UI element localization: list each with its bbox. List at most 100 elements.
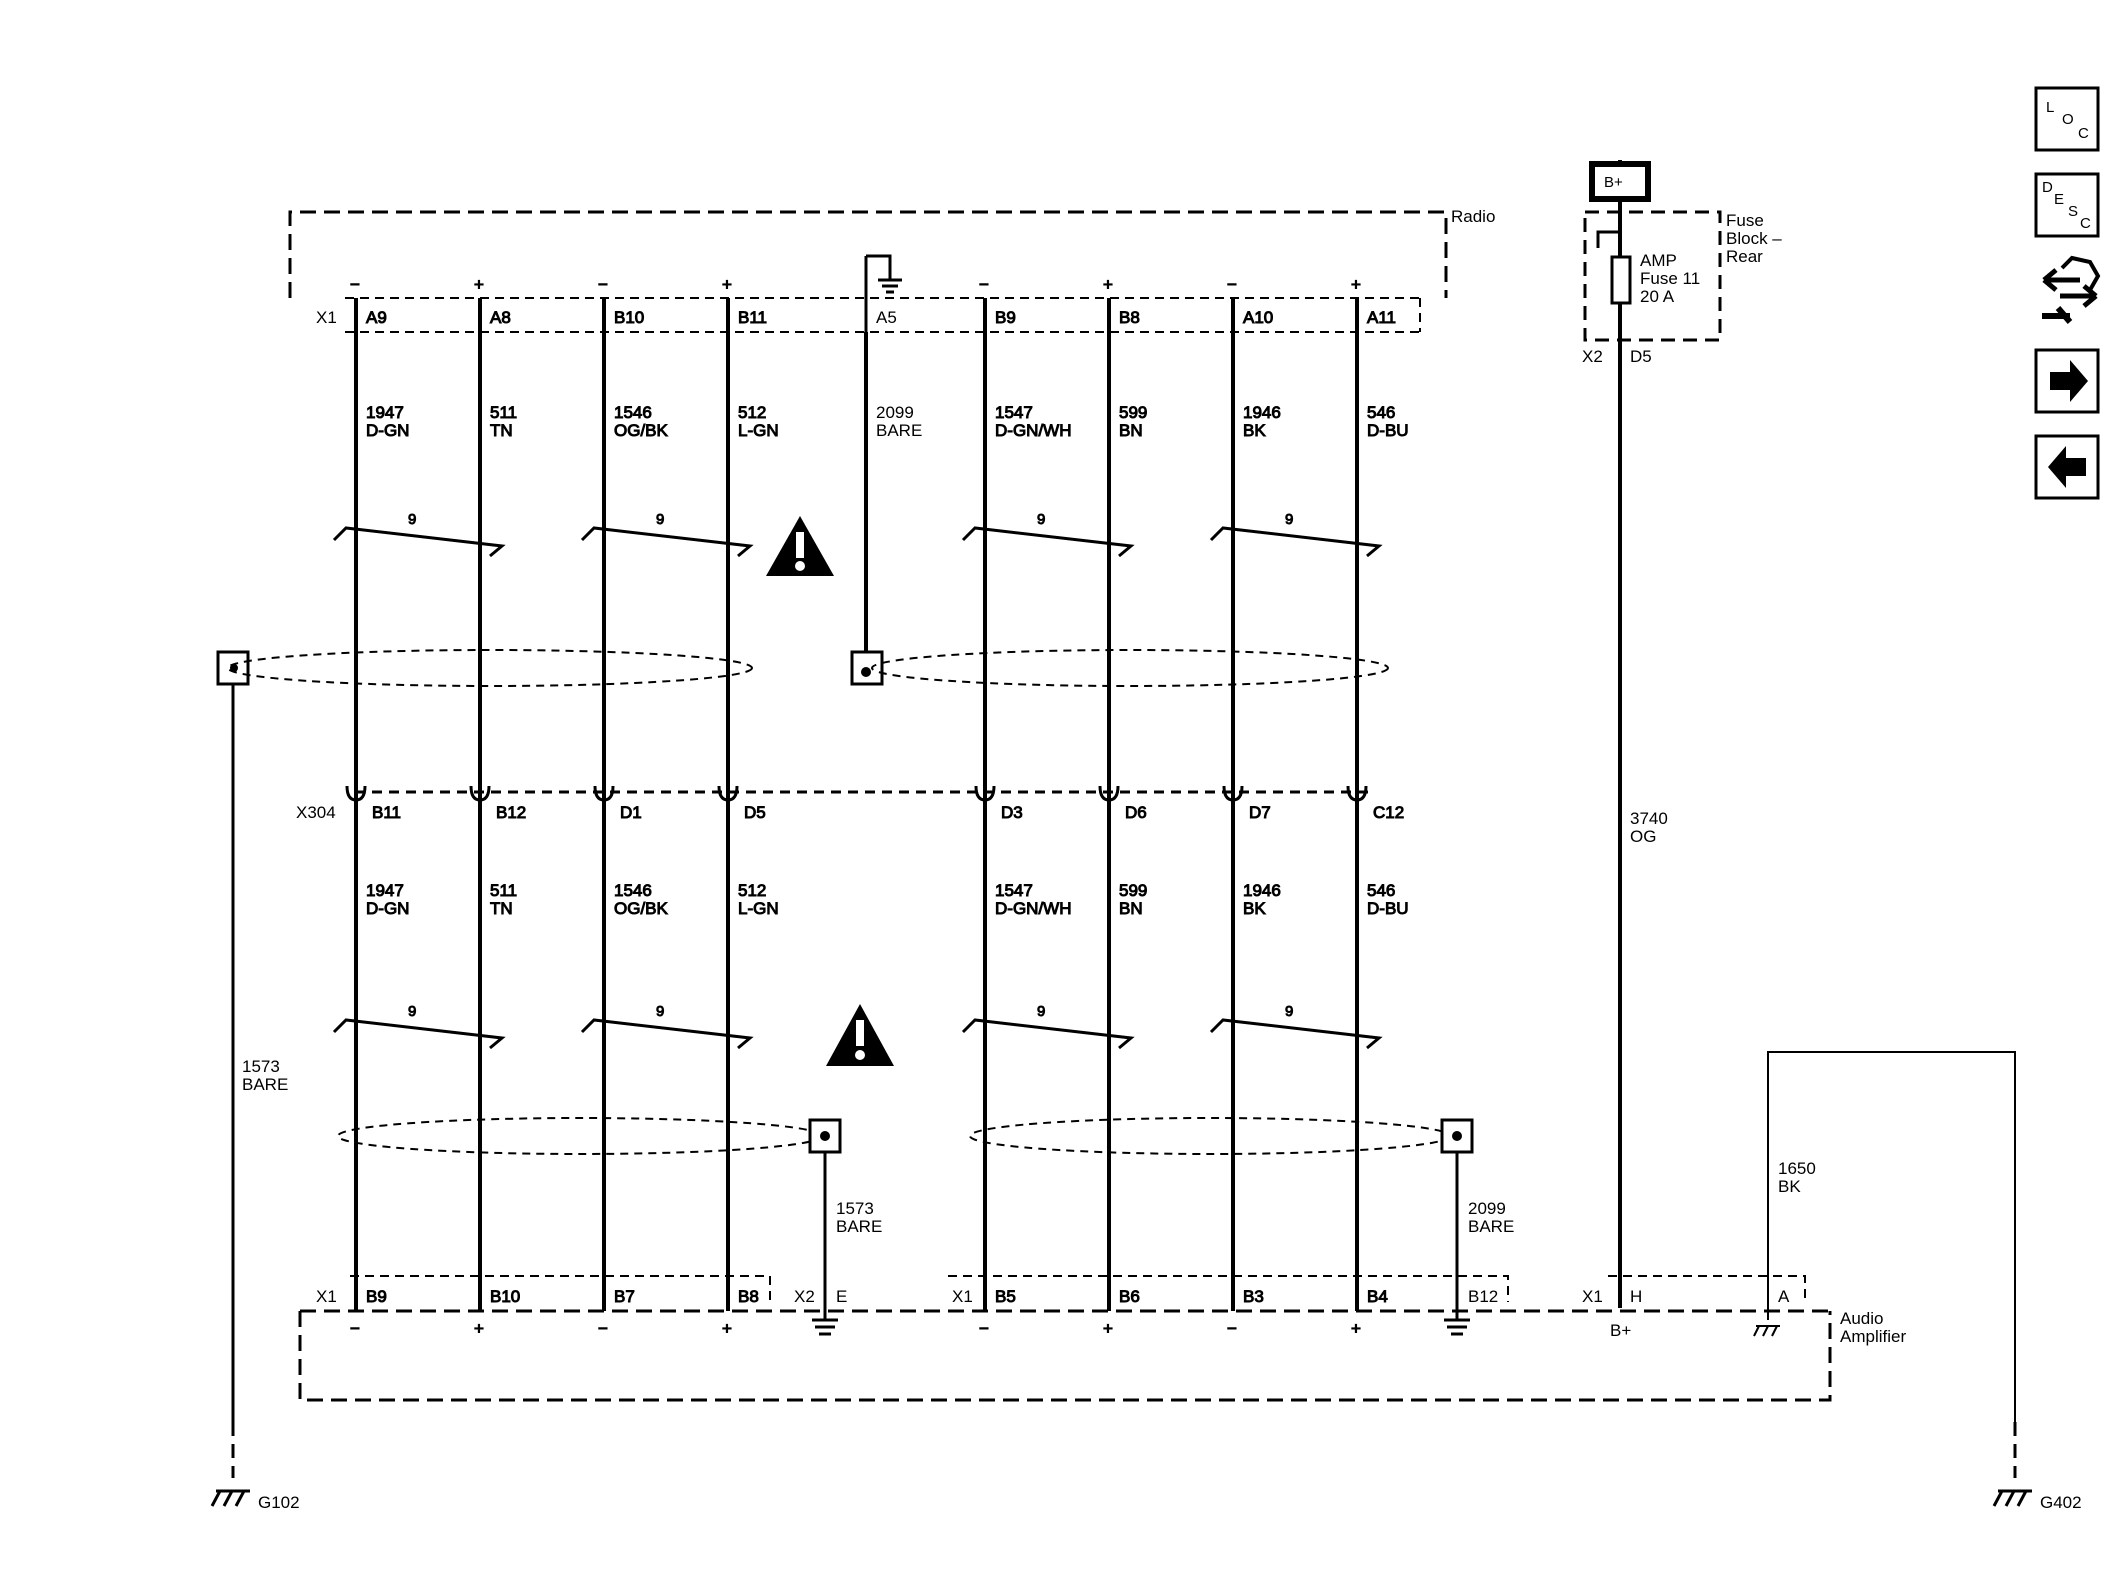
description-icon[interactable]: D E S C <box>2034 172 2100 238</box>
amp-polarity: + <box>1351 1319 1361 1338</box>
amp-pin-b12: B12 <box>1468 1287 1498 1306</box>
circuit-color-lower: BN <box>1119 899 1143 918</box>
amp-pin: B3 <box>1243 1287 1264 1306</box>
circuit-number-lower: 1547 <box>995 881 1033 900</box>
description-icon-letter-1: D <box>2042 179 2053 196</box>
previous-arrow-icon[interactable] <box>2034 434 2100 500</box>
fuse-block-name-3: Rear <box>1726 247 1763 266</box>
power-color: OG <box>1630 827 1656 846</box>
twist-mark-upper <box>580 526 754 558</box>
inline-pin: D7 <box>1249 803 1271 822</box>
left-drain-circuit: 1573 <box>242 1057 280 1076</box>
location-icon-letter-1: L <box>2046 99 2054 116</box>
amp-polarity: + <box>1103 1319 1113 1338</box>
ground-g402-label: G402 <box>2040 1493 2082 1512</box>
inline-pin: B11 <box>372 803 401 822</box>
fuse-label-1: AMP <box>1640 251 1677 270</box>
radio-connector-id: X1 <box>316 308 337 327</box>
circuit-color-lower: BK <box>1243 899 1266 918</box>
circuit-color-upper: TN <box>490 421 513 440</box>
amp-polarity: − <box>1227 1319 1237 1338</box>
radio-polarity: − <box>979 275 989 294</box>
inline-terminal <box>593 785 615 802</box>
inline-pin: D3 <box>1001 803 1023 822</box>
location-icon-letter-3: C <box>2078 125 2089 142</box>
circuit-color-lower: OG/BK <box>614 899 669 918</box>
location-icon-letter-2: O <box>2062 111 2074 128</box>
inline-pin: D1 <box>620 803 642 822</box>
inline-terminal <box>1098 785 1120 802</box>
inline-terminal <box>345 785 367 802</box>
radio-pin: B9 <box>995 308 1016 327</box>
radio-drain-color: BARE <box>876 421 922 440</box>
inline-terminal <box>1346 785 1368 802</box>
radio-pin: A10 <box>1243 308 1273 327</box>
circuit-number-upper: 512 <box>738 403 766 422</box>
circuit-color-upper: BK <box>1243 421 1266 440</box>
amp-pin: B8 <box>738 1287 759 1306</box>
amp-connector-x1-right: X1 <box>1582 1287 1603 1306</box>
twist-count-upper: 9 <box>1285 511 1293 528</box>
radio-polarity: − <box>598 275 608 294</box>
twist-count-upper: 9 <box>1037 511 1045 528</box>
circuit-number-lower: 1546 <box>614 881 652 900</box>
fuse-block-housing <box>1583 210 1722 342</box>
radio-pin: A11 <box>1367 308 1396 327</box>
circuit-number-upper: 1947 <box>366 403 404 422</box>
caution-icon <box>766 516 834 576</box>
fuse-element <box>1610 255 1632 305</box>
circuit-color-lower: L-GN <box>738 899 779 918</box>
description-icon-letter-4: C <box>2080 215 2091 232</box>
amp-connector-x1-left: X1 <box>316 1287 337 1306</box>
amp-pin: B10 <box>490 1287 520 1306</box>
twist-count-lower: 9 <box>656 1003 664 1020</box>
amp-right-drain-color: BARE <box>1468 1217 1514 1236</box>
supply-b-plus: B+ <box>1604 174 1623 191</box>
left-drain-color: BARE <box>242 1075 288 1094</box>
twist-mark-lower <box>1209 1018 1383 1050</box>
ground-circuit: 1650 <box>1778 1159 1816 1178</box>
amp-pin-h: H <box>1630 1287 1642 1306</box>
amp-right-drain-circuit: 2099 <box>1468 1199 1506 1218</box>
circuit-number-lower: 512 <box>738 881 766 900</box>
next-arrow-icon[interactable] <box>2034 348 2100 414</box>
radio-pin: B10 <box>614 308 644 327</box>
fuse-pin: D5 <box>1630 347 1652 366</box>
connector-tool-icon[interactable] <box>2042 255 2101 324</box>
caution-icon <box>826 1004 894 1066</box>
twist-mark-lower <box>332 1018 506 1050</box>
location-icon[interactable]: L O C <box>2034 86 2100 152</box>
circuit-number-lower: 1947 <box>366 881 404 900</box>
inline-pin: D5 <box>744 803 766 822</box>
radio-polarity: + <box>1103 275 1113 294</box>
radio-polarity: + <box>722 275 732 294</box>
radio-polarity: + <box>1351 275 1361 294</box>
radio-polarity: − <box>1227 275 1237 294</box>
radio-pin-a5: A5 <box>876 308 897 327</box>
twist-mark-lower <box>961 1018 1135 1050</box>
amp-left-drain-color: BARE <box>836 1217 882 1236</box>
circuit-number-lower: 546 <box>1367 881 1395 900</box>
amp-pin-a: A <box>1778 1287 1790 1306</box>
inline-connector-id: X304 <box>296 803 336 822</box>
amp-connector-x1-mid: X1 <box>952 1287 973 1306</box>
fuse-connector-id: X2 <box>1582 347 1603 366</box>
amp-polarity: − <box>979 1319 989 1338</box>
radio-pin: B8 <box>1119 308 1140 327</box>
shield-upper-right <box>871 649 1389 687</box>
circuit-number-upper: 599 <box>1119 403 1147 422</box>
circuit-number-lower: 599 <box>1119 881 1147 900</box>
inline-terminal <box>717 785 739 802</box>
circuit-color-lower: D-GN <box>366 899 409 918</box>
circuit-color-upper: BN <box>1119 421 1143 440</box>
amp-supply-label: B+ <box>1610 1321 1631 1340</box>
shield-lower-right <box>969 1117 1451 1155</box>
circuit-number-upper: 1547 <box>995 403 1033 422</box>
radio-polarity: − <box>350 275 360 294</box>
amp-connector-x2: X2 <box>794 1287 815 1306</box>
circuit-color-upper: D-BU <box>1367 421 1409 440</box>
amp-pin: B4 <box>1367 1287 1388 1306</box>
description-icon-letter-3: S <box>2068 203 2078 220</box>
circuit-color-upper: OG/BK <box>614 421 669 440</box>
